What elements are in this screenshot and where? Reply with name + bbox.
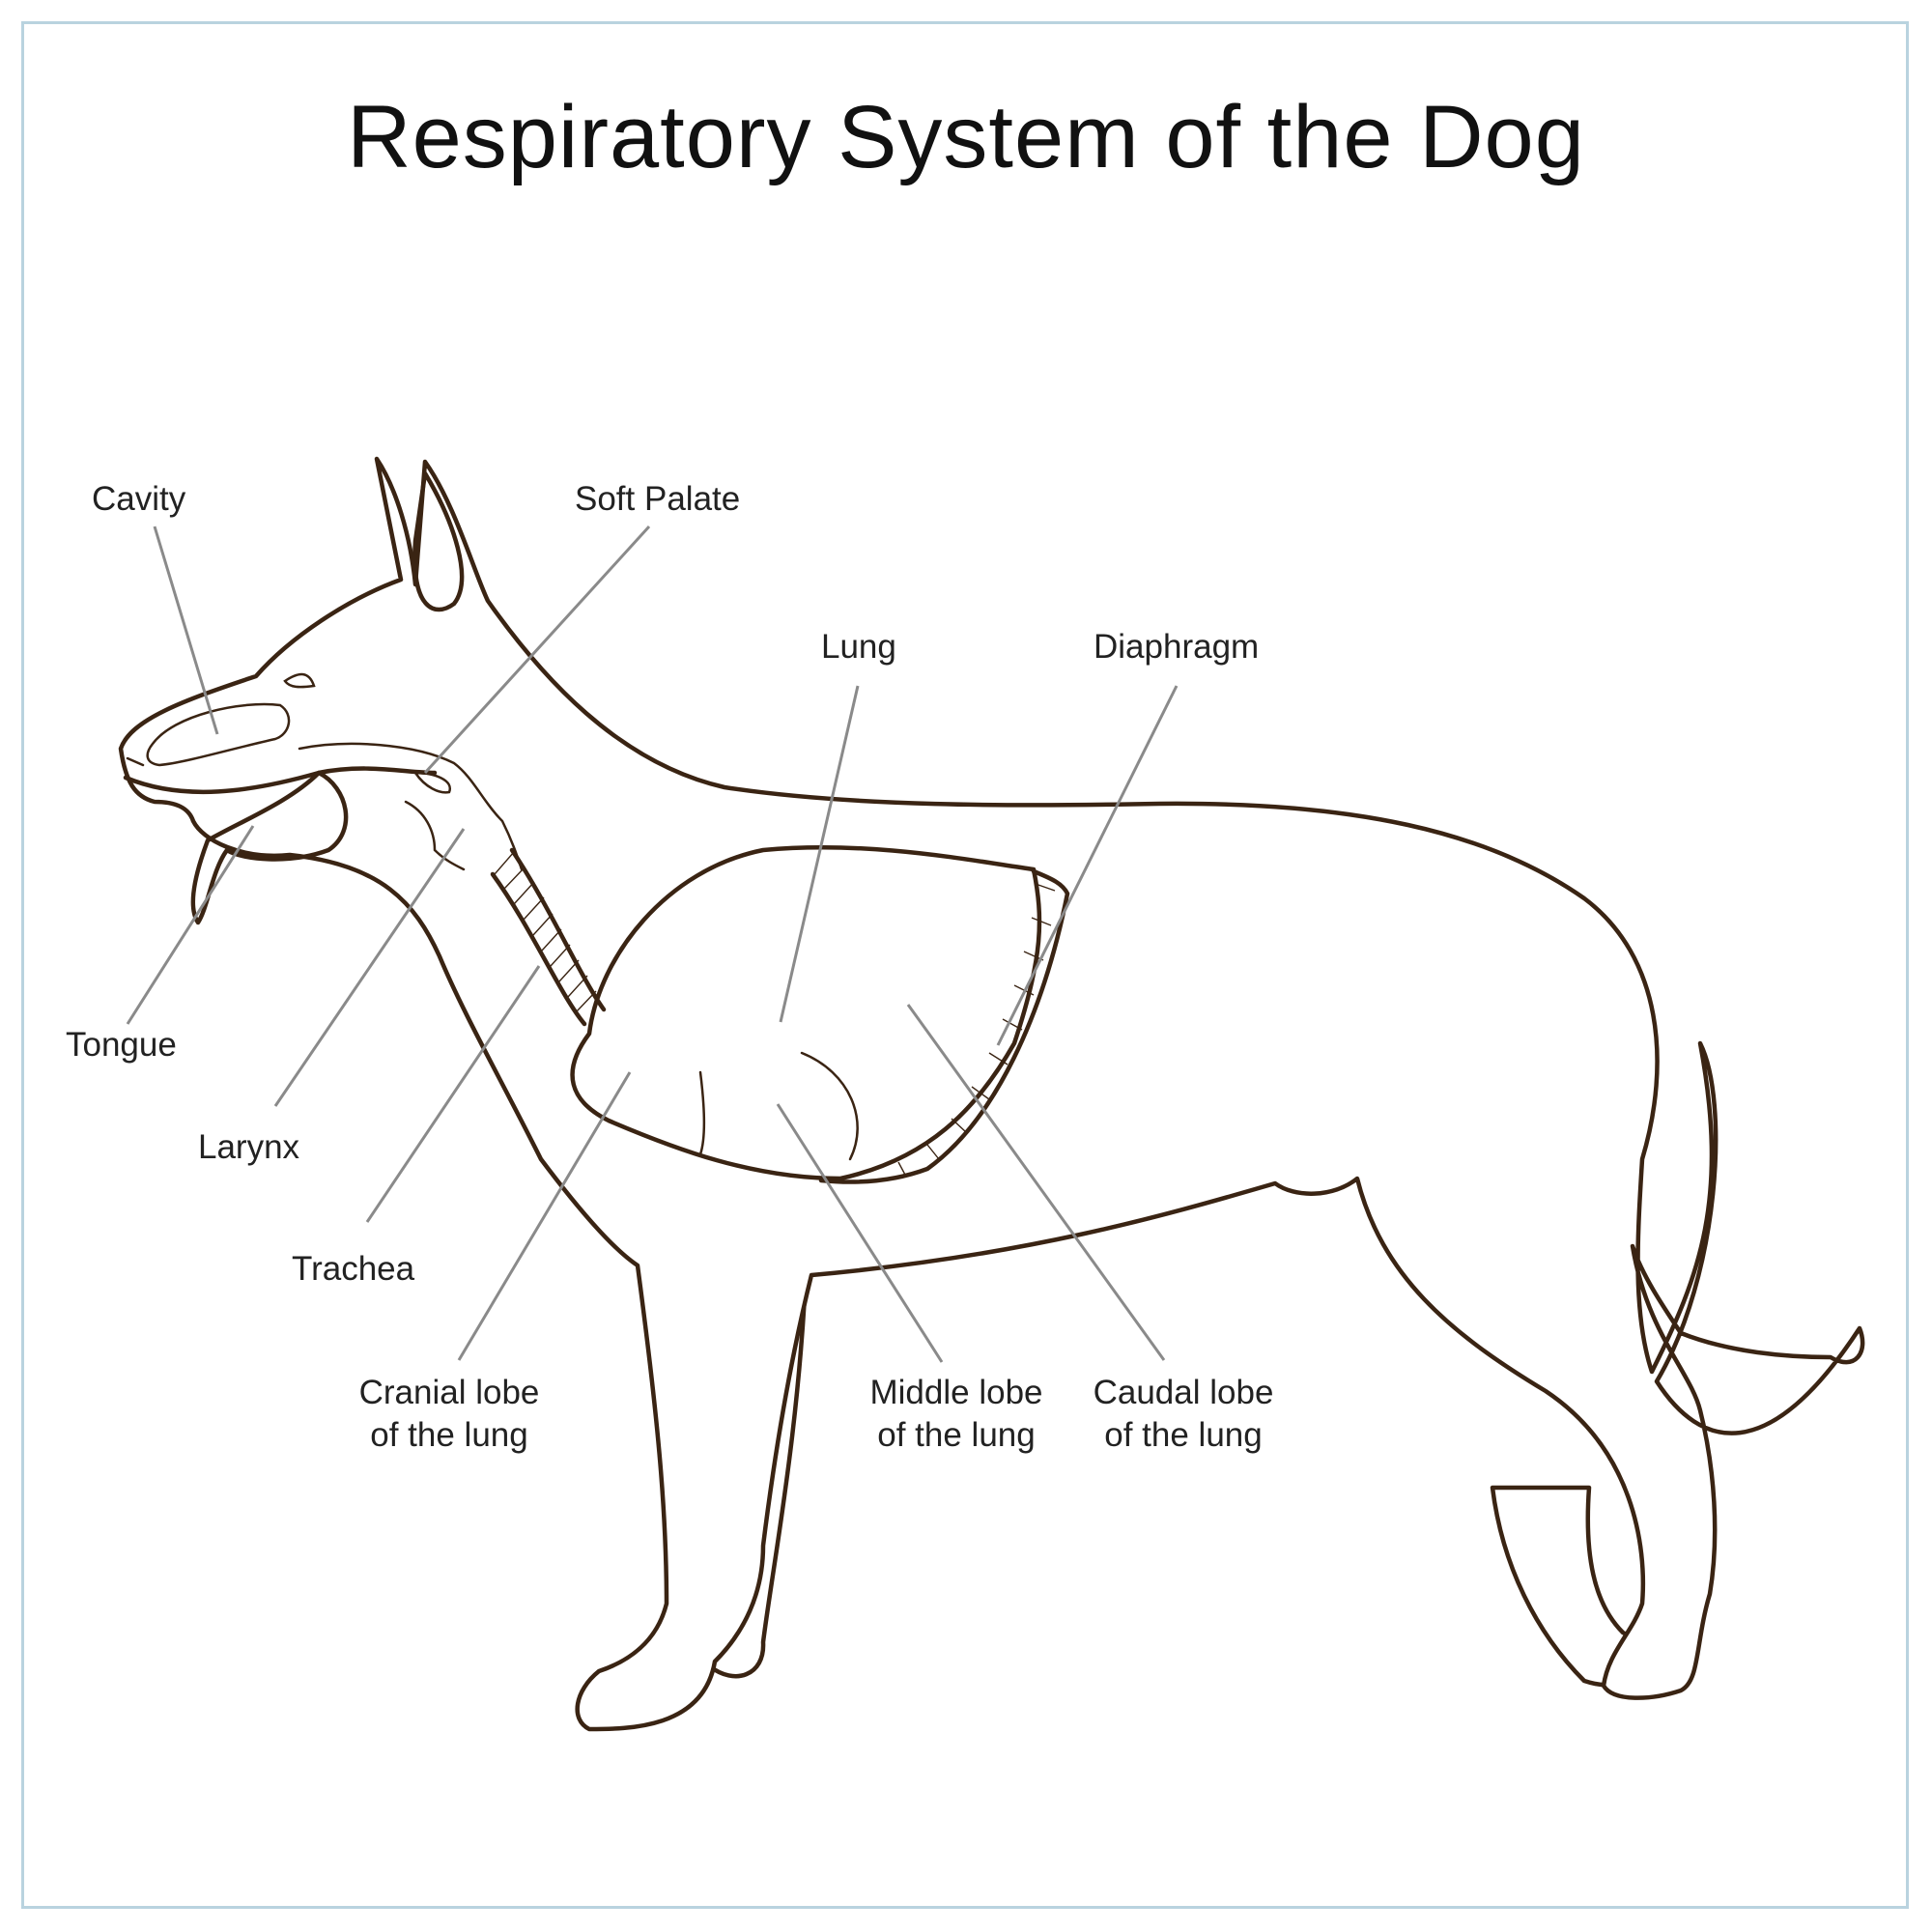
label-lung: Lung (821, 628, 896, 666)
diagram-title: Respiratory System of the Dog (347, 88, 1585, 186)
label-tongue: Tongue (66, 1026, 177, 1064)
label-caudal-lobe-line2: of the lung (1104, 1416, 1263, 1454)
nasal-cavity (146, 702, 291, 767)
larynx-shape (404, 800, 466, 871)
leader-lines (126, 525, 1179, 1363)
label-middle-lobe-line1: Middle lobe (869, 1374, 1043, 1411)
leader-lung (779, 685, 860, 1023)
lung-outline (570, 845, 1042, 1181)
label-middle-lobe: Middle lobe of the lung (840, 1372, 1072, 1457)
label-cranial-lobe-line2: of the lung (370, 1416, 528, 1454)
ear-inner (412, 470, 465, 612)
upper-jaw-line (123, 766, 438, 795)
leader-caudal (906, 1004, 1166, 1361)
label-caudal-lobe: Caudal lobe of the lung (1067, 1372, 1299, 1457)
label-cavity: Cavity (92, 480, 186, 518)
eye (283, 672, 316, 689)
label-middle-lobe-line2: of the lung (877, 1416, 1036, 1454)
leader-soft-palate (423, 525, 651, 775)
leader-tongue (126, 825, 255, 1025)
label-trachea: Trachea (292, 1250, 415, 1288)
leader-cavity (153, 526, 219, 735)
diaphragm-shape (818, 868, 1070, 1184)
lung-lobe-divider (698, 1051, 859, 1161)
label-cranial-lobe: Cranial lobe of the lung (333, 1372, 565, 1457)
leader-middle (776, 1103, 944, 1363)
trachea-tube (490, 847, 607, 1027)
leader-larynx (273, 828, 466, 1107)
soft-palate-shape (298, 742, 524, 871)
nose (126, 756, 145, 767)
diaphragm-hatching (897, 883, 1056, 1178)
leader-cranial (457, 1071, 632, 1361)
label-larynx: Larynx (198, 1128, 300, 1166)
diagram-frame (21, 21, 1909, 1909)
trachea-rings (494, 851, 597, 1012)
tongue-shape (190, 770, 349, 925)
leader-diaphragm (996, 685, 1179, 1046)
label-cranial-lobe-line1: Cranial lobe (358, 1374, 540, 1411)
label-diaphragm: Diaphragm (1094, 628, 1260, 666)
label-soft-palate: Soft Palate (575, 480, 741, 518)
label-caudal-lobe-line1: Caudal lobe (1093, 1374, 1274, 1411)
leader-trachea (365, 965, 541, 1223)
